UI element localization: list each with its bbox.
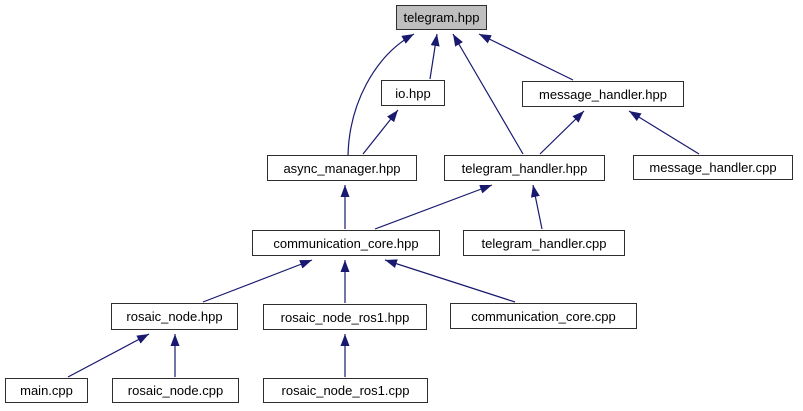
graph-node-telegram_handler_cpp[interactable]: telegram_handler.cpp	[463, 230, 625, 256]
graph-node-io_hpp[interactable]: io.hpp	[381, 80, 445, 106]
graph-node-message_handler_hpp[interactable]: message_handler.hpp	[522, 81, 684, 107]
graph-node-message_handler_cpp[interactable]: message_handler.cpp	[633, 155, 793, 180]
graph-node-communication_core_cpp[interactable]: communication_core.cpp	[450, 303, 637, 329]
graph-edge-communication_core_hpp-to-telegram_handler_hpp	[374, 184, 493, 230]
graph-node-telegram_handler_hpp[interactable]: telegram_handler.hpp	[444, 155, 605, 181]
graph-edge-telegram_handler_hpp-to-telegram_hpp	[452, 33, 524, 155]
graph-edges	[67, 33, 700, 378]
graph-edge-message_handler_cpp-to-message_handler_hpp	[628, 110, 700, 155]
graph-node-rosaic_node_cpp[interactable]: rosaic_node.cpp	[112, 378, 239, 403]
graph-node-communication_core_hpp[interactable]: communication_core.hpp	[252, 230, 440, 256]
graph-edge-telegram_handler_hpp-to-message_handler_hpp	[539, 110, 585, 155]
graph-edge-telegram_handler_cpp-to-telegram_handler_hpp	[530, 184, 543, 230]
graph-node-rosaic_node_hpp[interactable]: rosaic_node.hpp	[111, 303, 238, 330]
graph-edge-communication_core_cpp-to-communication_core_hpp	[384, 259, 516, 303]
graph-edge-io_hpp-to-telegram_hpp	[429, 33, 440, 80]
graph-node-telegram_hpp[interactable]: telegram.hpp	[396, 5, 487, 30]
graph-edge-main_cpp-to-rosaic_node_hpp	[67, 333, 150, 378]
graph-edge-async_manager_hpp-to-io_hpp	[362, 109, 399, 155]
graph-node-async_manager_hpp[interactable]: async_manager.hpp	[267, 155, 417, 181]
graph-node-main_cpp[interactable]: main.cpp	[5, 378, 88, 403]
graph-node-rosaic_node_ros1_cpp[interactable]: rosaic_node_ros1.cpp	[263, 378, 428, 403]
graph-edge-async_manager_hpp-to-telegram_hpp	[347, 33, 415, 157]
graph-node-rosaic_node_ros1_hpp[interactable]: rosaic_node_ros1.hpp	[263, 304, 427, 330]
graph-edge-rosaic_node_hpp-to-communication_core_hpp	[202, 259, 313, 303]
graph-edge-message_handler_hpp-to-telegram_hpp	[478, 33, 574, 81]
